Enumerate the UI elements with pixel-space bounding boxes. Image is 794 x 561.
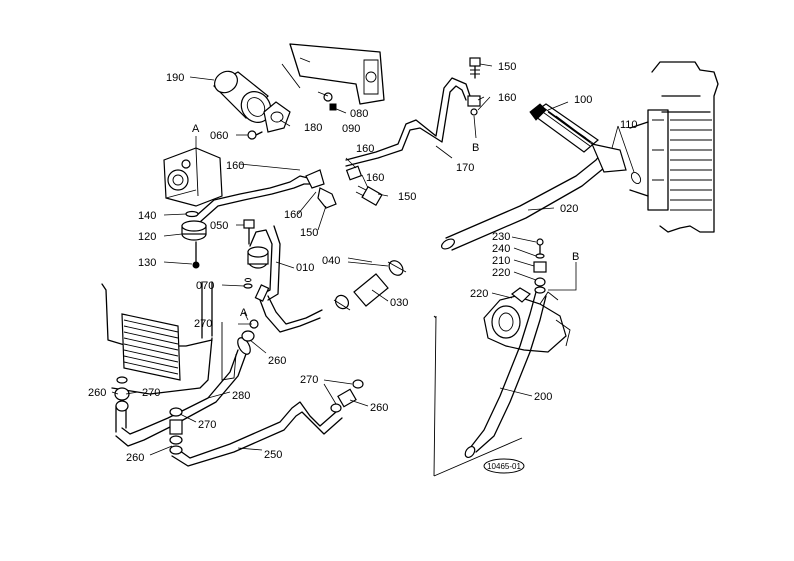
label-010: 010 xyxy=(296,262,314,274)
fitting-150-top xyxy=(469,57,481,79)
label-270-c: 270 xyxy=(198,419,216,431)
pipe-020 xyxy=(441,143,627,251)
hose-030 xyxy=(333,260,407,311)
label-040: 040 xyxy=(322,255,340,267)
washer-140 xyxy=(185,210,199,218)
fittings-260-270-left xyxy=(114,319,259,412)
tube-200 xyxy=(464,291,547,459)
label-220-b: 220 xyxy=(470,288,488,300)
label-260-b: 260 xyxy=(88,387,106,399)
label-160-c: 160 xyxy=(356,143,374,155)
label-a-top: A xyxy=(192,123,200,135)
label-190: 190 xyxy=(166,72,184,84)
bolt-130 xyxy=(192,241,200,269)
label-230: 230 xyxy=(492,231,510,243)
valve-assembly xyxy=(483,287,571,353)
label-090: 090 xyxy=(342,123,360,135)
label-060: 060 xyxy=(210,130,228,142)
label-070: 070 xyxy=(196,280,214,292)
nut-090 xyxy=(329,103,337,111)
support-lines xyxy=(221,315,523,477)
oring-070 xyxy=(243,278,253,289)
label-050: 050 xyxy=(210,220,228,232)
label-b-right: B xyxy=(572,251,579,263)
air-hose-100 xyxy=(529,103,599,153)
label-120: 120 xyxy=(138,231,156,243)
label-150-b: 150 xyxy=(398,191,416,203)
engine-block xyxy=(629,61,719,233)
hydraulic-block xyxy=(163,136,223,207)
label-100: 100 xyxy=(574,94,592,106)
label-160-d: 160 xyxy=(366,172,384,184)
label-220-a: 220 xyxy=(492,267,510,279)
mounting-plate xyxy=(281,43,385,105)
filter-bracket xyxy=(263,101,291,133)
label-200: 200 xyxy=(534,391,552,403)
label-a-mid: A xyxy=(240,307,248,319)
label-280: 280 xyxy=(232,390,250,402)
label-130: 130 xyxy=(138,257,156,269)
oil-filter xyxy=(213,70,272,123)
label-270-b: 270 xyxy=(142,387,160,399)
label-260-c: 260 xyxy=(126,452,144,464)
label-110: 110 xyxy=(620,119,638,131)
pipe-170 xyxy=(345,77,471,167)
part-labels: 190 080 090 180 060 A 160 160 160 160 16… xyxy=(88,61,638,464)
label-210: 210 xyxy=(492,255,510,267)
leader-lines xyxy=(111,63,635,456)
figure-code-badge: 10465-01 xyxy=(483,458,525,474)
label-260-d: 260 xyxy=(370,402,388,414)
washer-080 xyxy=(323,92,333,102)
label-270-d: 270 xyxy=(300,374,318,386)
pipe-010 xyxy=(247,225,323,333)
label-030: 030 xyxy=(390,297,408,309)
label-160-a: 160 xyxy=(226,160,244,172)
label-140: 140 xyxy=(138,210,156,222)
label-180: 180 xyxy=(304,122,322,134)
label-150-a: 150 xyxy=(300,227,318,239)
fittings-260-270-mid xyxy=(330,379,364,413)
hose-160 xyxy=(195,169,337,223)
bolt-060 xyxy=(247,130,263,140)
bolt-050 xyxy=(243,219,255,245)
label-250: 250 xyxy=(264,449,282,461)
label-150-c: 150 xyxy=(498,61,516,73)
label-260-a: 260 xyxy=(268,355,286,367)
label-b-top: B xyxy=(472,142,479,154)
banjo-120 xyxy=(181,220,207,241)
hose-250 xyxy=(169,401,343,467)
label-270-a: 270 xyxy=(194,318,212,330)
label-160-b: 160 xyxy=(284,209,302,221)
label-080: 080 xyxy=(350,108,368,120)
label-240: 240 xyxy=(492,243,510,255)
fittings-200-top xyxy=(533,238,547,294)
label-160-e: 160 xyxy=(498,92,516,104)
label-170: 170 xyxy=(456,162,474,174)
fitting-160-150-mid xyxy=(345,165,383,207)
fitting-160-top xyxy=(467,95,481,116)
figure-code: 10465-01 xyxy=(487,462,521,471)
label-020: 020 xyxy=(560,203,578,215)
